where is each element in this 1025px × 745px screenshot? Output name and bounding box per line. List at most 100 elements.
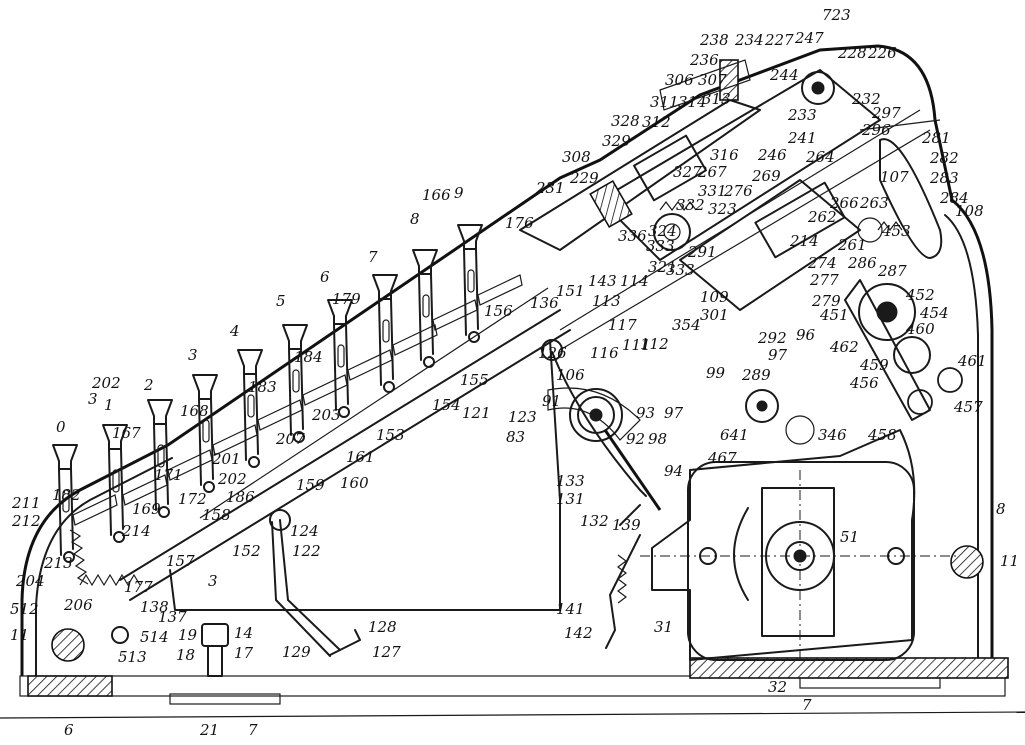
reference-label: 98 [648, 430, 667, 448]
reference-label: 51 [840, 528, 859, 546]
reference-label: 0 [56, 418, 66, 436]
reference-label: 207 [275, 430, 305, 448]
reference-label: 514 [140, 628, 169, 646]
reference-label: 161 [346, 448, 375, 466]
base-plate [0, 657, 1025, 719]
reference-label: 184 [294, 348, 323, 366]
reference-label: 277 [809, 271, 839, 289]
reference-label: 139 [612, 516, 641, 534]
reference-label: 7 [368, 248, 378, 266]
reference-label: 112 [640, 335, 669, 353]
reference-label: 127 [372, 643, 401, 661]
reference-label: 123 [508, 408, 537, 426]
reference-label: 286 [847, 254, 877, 272]
reference-label: 202 [91, 374, 121, 392]
reference-label: 226 [867, 44, 897, 62]
reference-label: 461 [957, 352, 987, 370]
key-pin [63, 551, 75, 563]
reference-label: 7 [248, 721, 258, 739]
reference-label: 14 [234, 624, 253, 642]
reference-label: 132 [580, 512, 609, 530]
reference-label: 329 [602, 132, 631, 150]
reference-label: 331 [698, 182, 727, 200]
reference-label: 213 [43, 554, 73, 572]
reference-label: 11 [10, 626, 29, 644]
reference-label: 452 [905, 286, 935, 304]
key-pin [383, 381, 395, 393]
reference-label: 279 [811, 292, 841, 310]
key-latch [72, 494, 118, 526]
reference-label: 126 [538, 344, 567, 362]
reference-label: 3 [208, 572, 218, 590]
key-row [52, 224, 523, 563]
reference-label: 116 [590, 344, 619, 362]
reference-label: 4 [229, 322, 240, 340]
reference-label: 311 [650, 93, 679, 111]
reference-label: 346 [818, 426, 847, 444]
key-stem [333, 323, 349, 411]
reference-label: 212 [11, 512, 41, 530]
reference-label: 234 [734, 31, 764, 49]
reference-label: 159 [296, 476, 325, 494]
reference-label: 156 [484, 302, 513, 320]
key-latch [302, 374, 348, 406]
key-latch [257, 399, 303, 431]
key-cap [282, 324, 308, 350]
reference-label: 332 [676, 196, 705, 214]
reference-label: 467 [707, 449, 737, 467]
reference-label: 204 [15, 572, 45, 590]
key-stem [243, 373, 259, 461]
reference-label: 157 [166, 552, 195, 570]
reference-label: 183 [248, 378, 277, 396]
key-pin [203, 481, 215, 493]
reference-label: 133 [556, 472, 585, 490]
reference-label: 92 [626, 430, 645, 448]
reference-label: 31 [654, 618, 673, 636]
reference-label: 211 [11, 494, 41, 512]
reference-label: 142 [564, 624, 593, 642]
carriage-assembly [519, 59, 931, 351]
reference-label: 261 [837, 236, 867, 254]
reference-label: 6 [320, 268, 330, 286]
reference-label: 153 [376, 426, 405, 444]
reference-label: 289 [741, 366, 771, 384]
reference-label: 201 [211, 450, 241, 468]
reference-label: 321 [648, 258, 677, 276]
reference-label: 451 [819, 306, 849, 324]
reference-label: 457 [953, 398, 983, 416]
reference-label: 94 [664, 462, 683, 480]
reference-label: 336 [618, 227, 647, 245]
drive-housing [640, 429, 960, 661]
reference-label: 158 [202, 506, 231, 524]
reference-label: 333 [666, 261, 695, 279]
reference-label: 266 [829, 194, 859, 212]
key-stem [153, 423, 169, 511]
foot-screw [201, 623, 229, 677]
reference-label: 5 [276, 292, 286, 310]
reference-label: 136 [530, 294, 559, 312]
reference-label: 155 [460, 371, 489, 389]
reference-label: 108 [955, 202, 984, 220]
key-slot [467, 269, 475, 293]
reference-label: 141 [556, 600, 585, 618]
reference-label: 128 [368, 618, 397, 636]
reference-label: 124 [290, 522, 319, 540]
reference-label: 276 [723, 182, 753, 200]
reference-label: 96 [796, 326, 816, 344]
reference-label: 301 [700, 306, 729, 324]
reference-label: 169 [132, 500, 161, 518]
housing-frame [20, 44, 994, 677]
key-cap [237, 349, 263, 375]
reference-label: 18 [176, 646, 195, 664]
reference-label: 264 [805, 148, 835, 166]
reference-label: 459 [859, 356, 889, 374]
reference-label: 458 [867, 426, 897, 444]
reference-label: 129 [282, 643, 311, 661]
reference-label: 202 [217, 470, 247, 488]
reference-label: 97 [768, 346, 788, 364]
reference-label: 3 [188, 346, 198, 364]
reference-label: 167 [112, 424, 141, 442]
reference-label: 297 [871, 104, 901, 122]
levers [271, 351, 647, 657]
key-slot [292, 369, 300, 393]
